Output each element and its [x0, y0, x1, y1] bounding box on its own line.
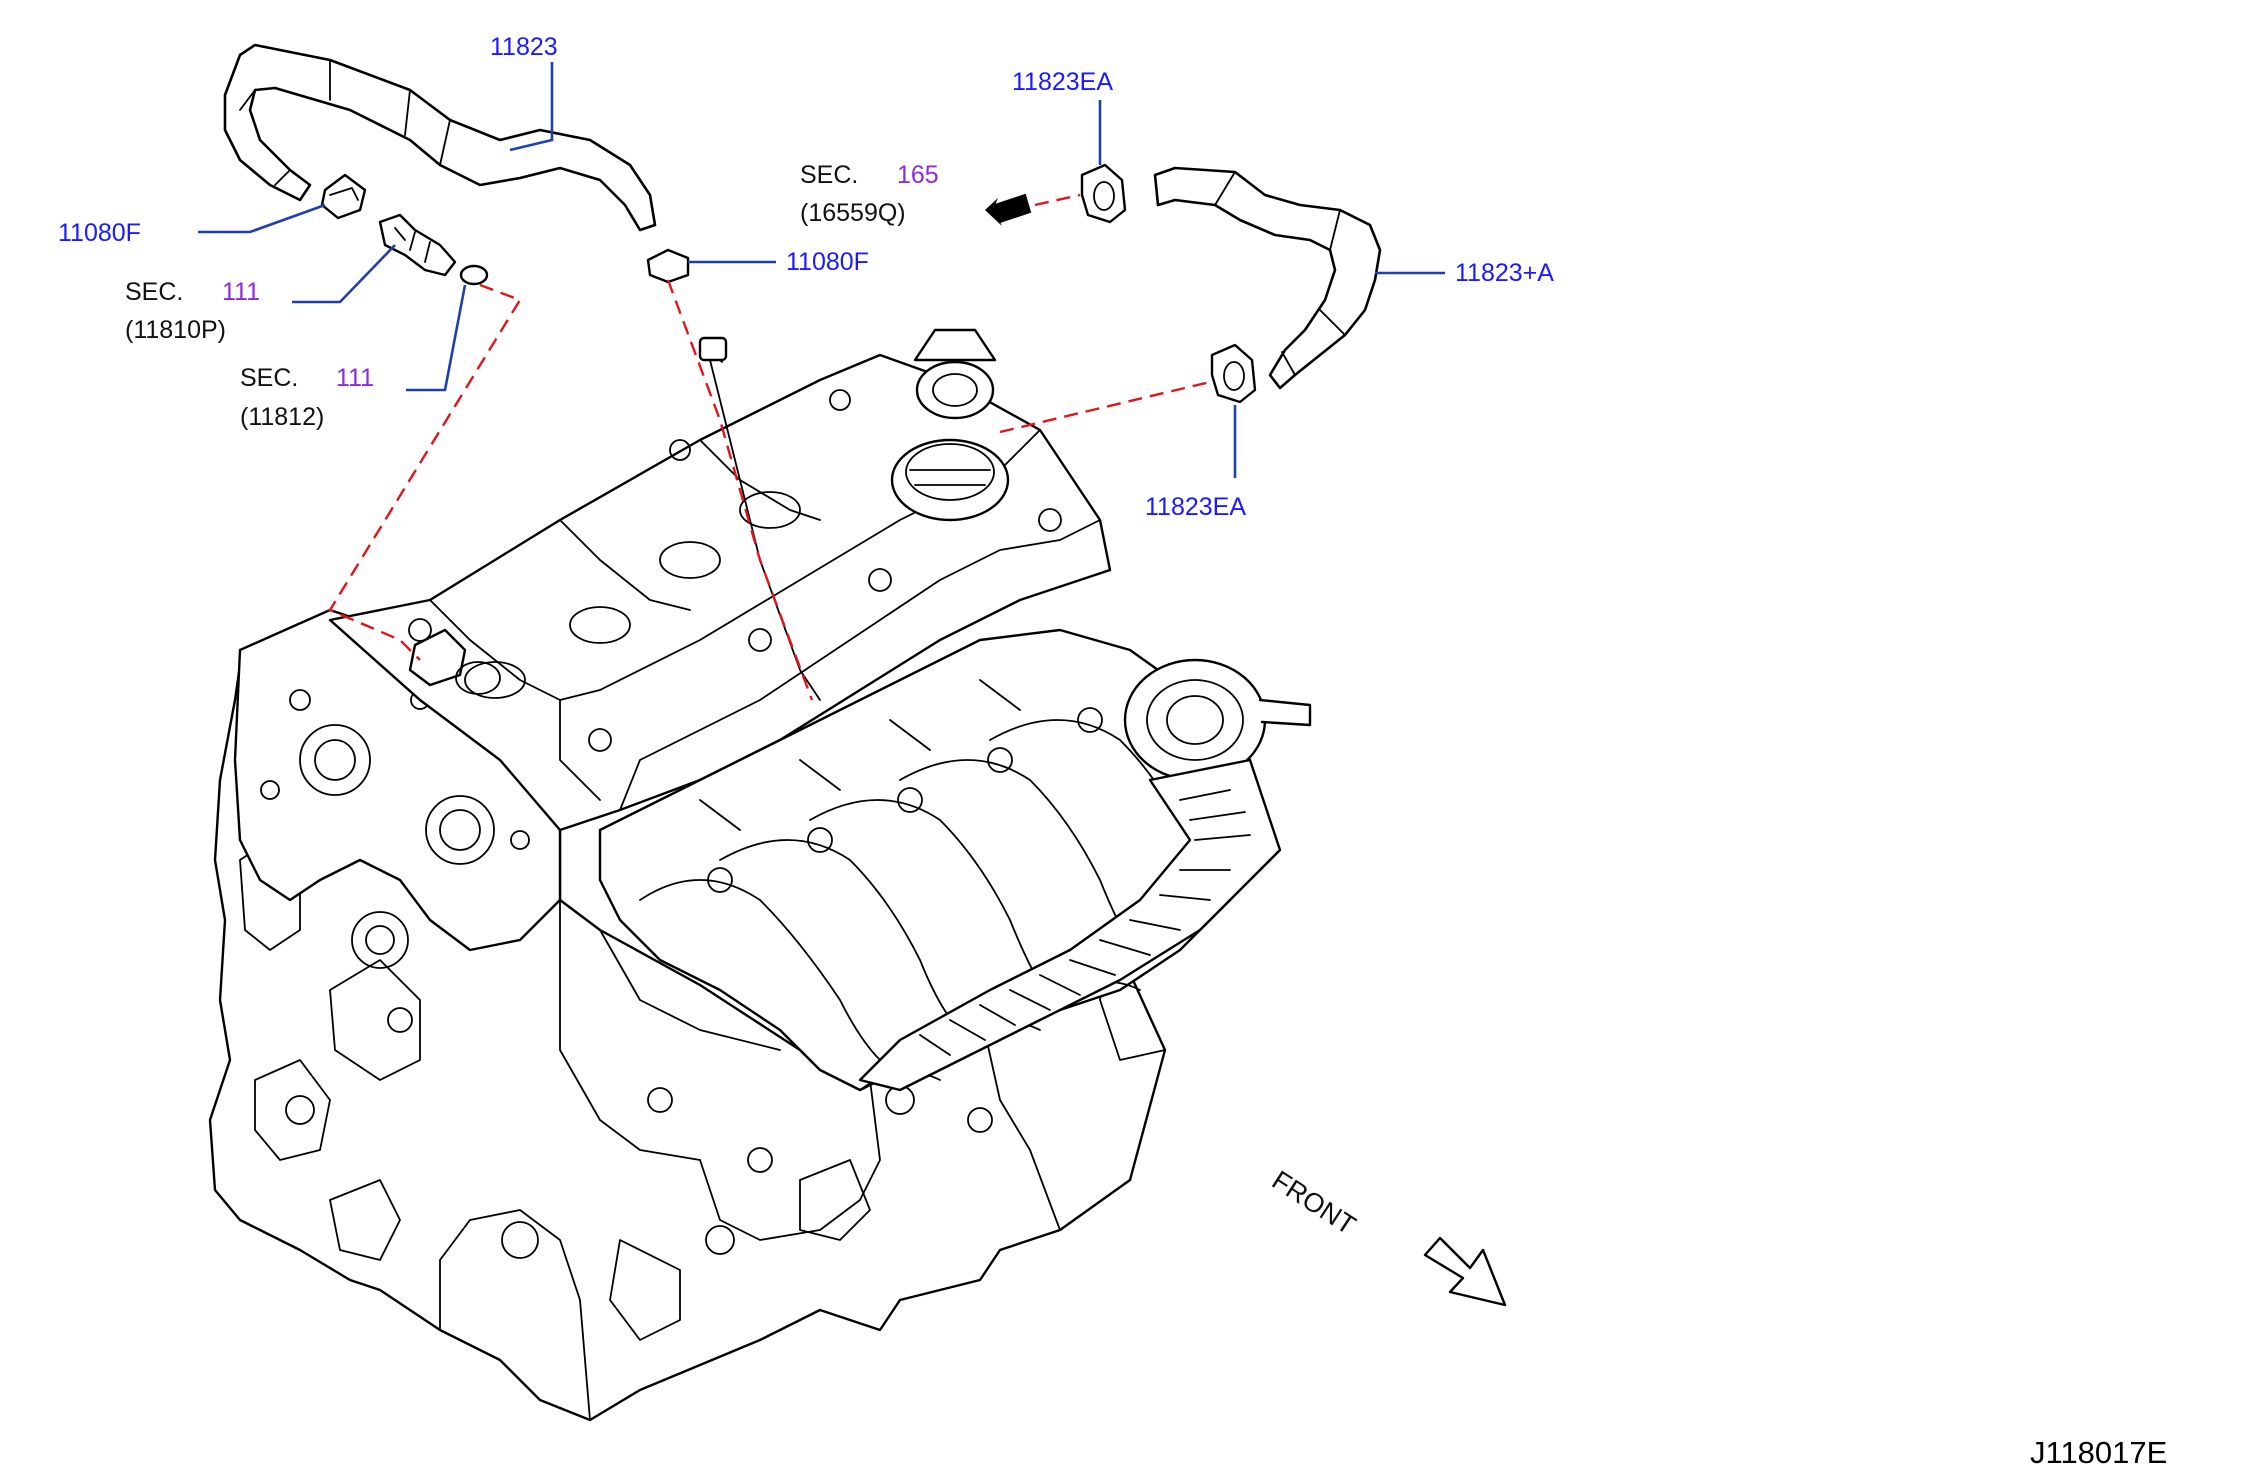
- label-sec111-a-num: 111: [222, 278, 260, 306]
- arrow-down-right-icon: [1423, 1236, 1507, 1307]
- arrow-left-icon: [985, 193, 1032, 226]
- label-hose-11823a: 11823+A: [1455, 259, 1554, 287]
- pcv-valve-11810p: [378, 213, 457, 277]
- pcv-valve-port: [913, 328, 997, 420]
- hose-11823: [223, 43, 657, 232]
- label-sec111-a-part: (11810P): [125, 316, 226, 344]
- clamp-11823ea-upper: [1080, 163, 1127, 224]
- diagram-code: J118017E: [2030, 1435, 2167, 1470]
- label-sec111-b-part: (11812): [240, 403, 324, 431]
- label-clamp-11823ea-upper: 11823EA: [1012, 68, 1113, 96]
- label-hose-11823: 11823: [490, 33, 558, 61]
- clip-11080f-middle: [646, 248, 690, 284]
- front-label: FRONT: [1267, 1165, 1361, 1241]
- label-clamp-11823ea-lower: 11823EA: [1145, 493, 1246, 521]
- pcv-fitting-front: [408, 628, 467, 687]
- valve-cover-details: [408, 389, 1101, 811]
- oil-filler-cap: [890, 438, 1010, 522]
- connection-lines: [328, 193, 1211, 701]
- label-sec165-num: 165: [897, 161, 939, 189]
- hose-11823a: [1153, 166, 1382, 390]
- leader-lines: [198, 62, 1445, 478]
- label-clamp-11080f-left: 11080F: [58, 219, 141, 247]
- label-clip-11080f-middle: 11080F: [786, 248, 869, 276]
- label-sec111-a-sec: SEC.: [125, 278, 183, 306]
- intake-duct: [858, 758, 1282, 1092]
- clamp-11080f-left: [320, 173, 367, 220]
- label-sec165-sec: SEC.: [800, 161, 858, 189]
- label-sec111-b-sec: SEC.: [240, 364, 298, 392]
- label-sec111-b-num: 111: [336, 364, 374, 392]
- o-ring-11812: [459, 264, 489, 286]
- throttle-body: [1123, 658, 1312, 782]
- dipstick-handle: [698, 336, 728, 362]
- engine-assembly: [208, 328, 1312, 1422]
- label-sec165-part: (16559Q): [800, 199, 906, 227]
- block-details: [239, 839, 1166, 1421]
- clamp-11823ea-lower: [1210, 343, 1257, 404]
